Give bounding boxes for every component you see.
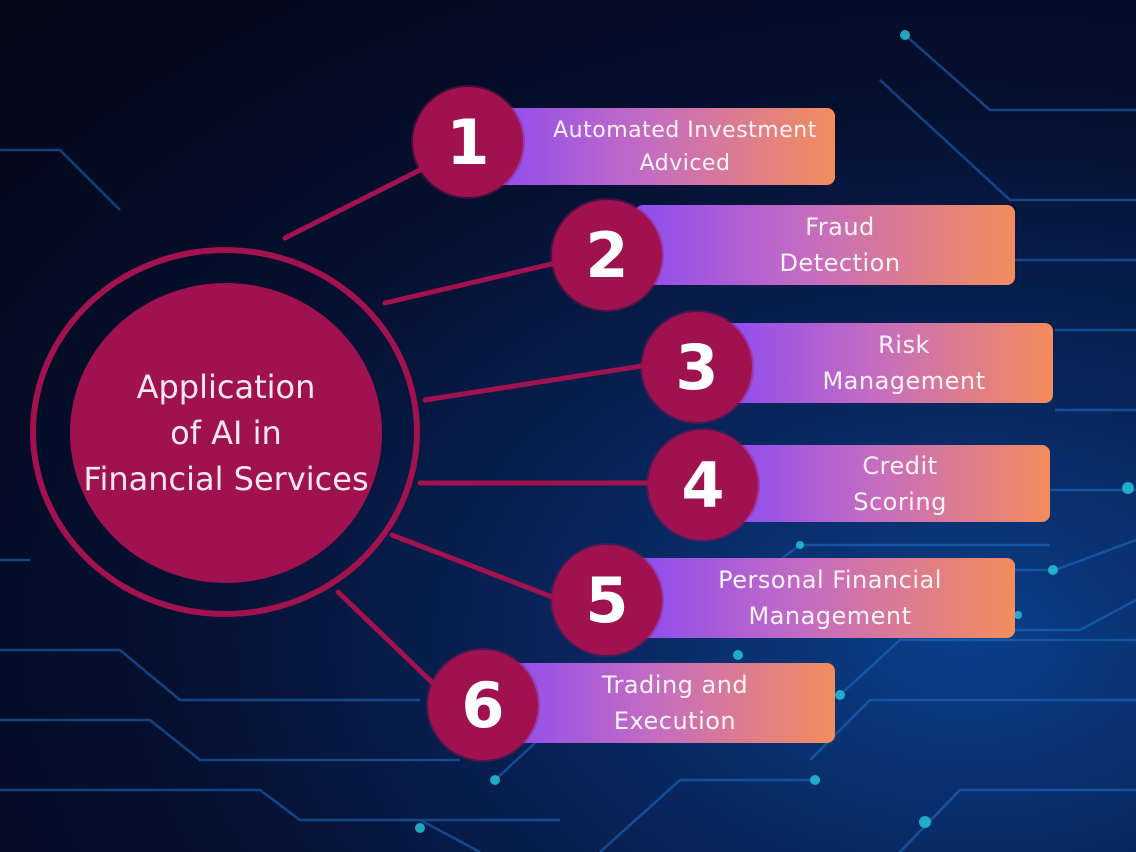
item-bar-5: Personal Financial Management bbox=[635, 558, 1015, 638]
item-label-3: Risk Management bbox=[822, 331, 986, 395]
item-badge-4: 4 bbox=[648, 430, 758, 540]
item-bar-1: Automated Investment Adviced bbox=[495, 108, 835, 185]
hub-ring bbox=[30, 247, 420, 617]
item-badge-2: 2 bbox=[552, 200, 662, 310]
item-bar-4: Credit Scoring bbox=[730, 445, 1050, 522]
item-badge-5: 5 bbox=[552, 545, 662, 655]
connector-1 bbox=[282, 162, 433, 241]
item-badge-3: 3 bbox=[642, 312, 752, 422]
item-label-2: Fraud Detection bbox=[779, 213, 901, 277]
item-bar-6: Trading and Execution bbox=[505, 663, 835, 743]
item-label-4: Credit Scoring bbox=[853, 451, 947, 516]
connector-3 bbox=[422, 362, 651, 403]
connector-2 bbox=[382, 259, 563, 306]
hub-circle: Application of AI in Financial Services bbox=[70, 283, 382, 583]
item-badge-6: 6 bbox=[428, 650, 538, 760]
connector-6 bbox=[335, 589, 443, 693]
hub-title: Application of AI in Financial Services bbox=[83, 368, 369, 498]
item-bar-3: Risk Management bbox=[725, 323, 1053, 403]
item-label-1: Automated Investment Adviced bbox=[553, 117, 817, 176]
item-label-5: Personal Financial Management bbox=[718, 566, 942, 630]
item-label-6: Trading and Execution bbox=[601, 671, 749, 735]
item-bar-2: Fraud Detection bbox=[635, 205, 1015, 285]
connector-5 bbox=[389, 532, 563, 603]
item-badge-1: 1 bbox=[413, 87, 523, 197]
